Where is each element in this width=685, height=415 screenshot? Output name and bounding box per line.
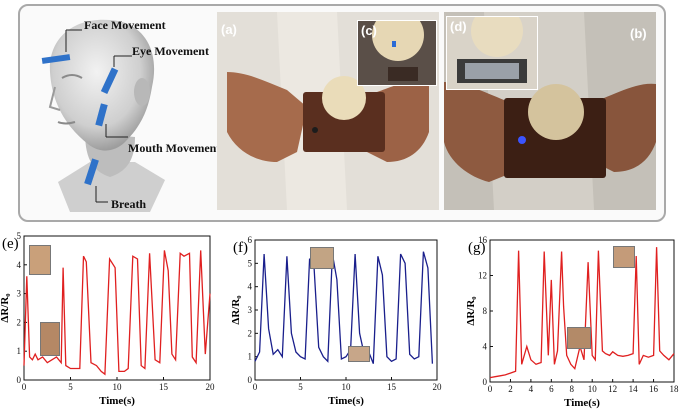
panel-letter: (e)	[2, 236, 19, 252]
x-tick-label: 14	[629, 384, 639, 394]
inset-c-label: (c)	[361, 23, 377, 38]
x-tick-label: 6	[549, 384, 554, 394]
panel-letter: (f)	[233, 240, 248, 256]
y-tick-label: 4	[483, 342, 488, 352]
sensor-strip-face	[41, 54, 71, 64]
photo-b: (b) (d)	[444, 12, 656, 210]
y-tick-label: 4	[17, 260, 22, 270]
head-illustration	[30, 12, 220, 217]
y-tick-label: 0	[17, 375, 22, 385]
y-tick-label: 3	[248, 305, 253, 315]
sensor-strip-eye	[100, 67, 119, 95]
y-axis-label: ΔR/R₀	[0, 293, 11, 323]
chart-f-inset-bottom	[348, 346, 370, 362]
x-tick-label: 15	[159, 382, 169, 392]
x-tick-label: 10	[342, 382, 352, 392]
chart-e-inset-mouth	[40, 322, 60, 356]
panel-letter: (g)	[468, 240, 486, 256]
label-breath: Breath	[111, 197, 147, 211]
x-tick-label: 16	[649, 384, 659, 394]
x-tick-label: 5	[68, 382, 73, 392]
photo-a: (a) (c)	[217, 12, 439, 210]
x-axis-label: Time(s)	[328, 395, 364, 407]
y-tick-label: 3	[17, 289, 22, 299]
photo-b-label: (b)	[630, 26, 647, 41]
y-tick-label: 2	[17, 317, 22, 327]
x-tick-label: 0	[488, 384, 493, 394]
chart-e-inset-eye	[29, 245, 51, 275]
y-axis-label: ΔR/R₀	[465, 296, 477, 326]
label-eye-movement: Eye Movement	[132, 44, 209, 58]
x-tick-label: 10	[588, 384, 598, 394]
x-tick-label: 2	[508, 384, 513, 394]
y-tick-label: 1	[17, 346, 22, 356]
sensor-strip-mouth	[95, 103, 108, 127]
x-tick-label: 8	[570, 384, 575, 394]
x-tick-label: 20	[433, 382, 443, 392]
x-tick-label: 0	[253, 382, 258, 392]
series-line	[489, 247, 675, 379]
chart-g-inset-top	[613, 246, 635, 268]
inset-d-label: (d)	[450, 19, 467, 34]
x-tick-label: 18	[670, 384, 680, 394]
chart-f-inset-top	[310, 247, 334, 269]
y-tick-label: 6	[248, 235, 253, 245]
x-axis-label: Time(s)	[99, 395, 135, 407]
inset-c: (c)	[357, 20, 437, 86]
series-line	[254, 251, 434, 364]
x-tick-label: 4	[529, 384, 534, 394]
y-tick-label: 8	[483, 306, 488, 316]
x-tick-label: 20	[206, 382, 216, 392]
inset-d: (d)	[446, 16, 538, 90]
y-tick-label: 0	[248, 375, 253, 385]
x-tick-label: 15	[387, 382, 397, 392]
x-tick-label: 5	[298, 382, 303, 392]
x-tick-label: 10	[113, 382, 123, 392]
label-face-movement: Face Movement	[84, 18, 166, 32]
x-axis-label: Time(s)	[564, 397, 600, 409]
y-tick-label: 12	[478, 271, 487, 281]
y-tick-label: 16	[478, 235, 488, 245]
y-tick-label: 2	[248, 328, 253, 338]
y-tick-label: 4	[248, 282, 253, 292]
photo-a-label: (a)	[221, 22, 237, 37]
x-tick-label: 12	[608, 384, 617, 394]
chart-g-inset-bottom	[567, 327, 591, 349]
y-tick-label: 5	[17, 231, 22, 241]
y-tick-label: 5	[248, 258, 253, 268]
x-tick-label: 0	[22, 382, 27, 392]
y-axis-label: ΔR/R₀	[230, 295, 242, 325]
y-tick-label: 0	[483, 377, 488, 387]
sensor-strip-breath	[84, 158, 99, 186]
chart-frame	[254, 239, 438, 381]
series-line	[23, 250, 211, 376]
y-tick-label: 1	[248, 352, 253, 362]
label-mouth-movement: Mouth Movement	[128, 141, 221, 155]
